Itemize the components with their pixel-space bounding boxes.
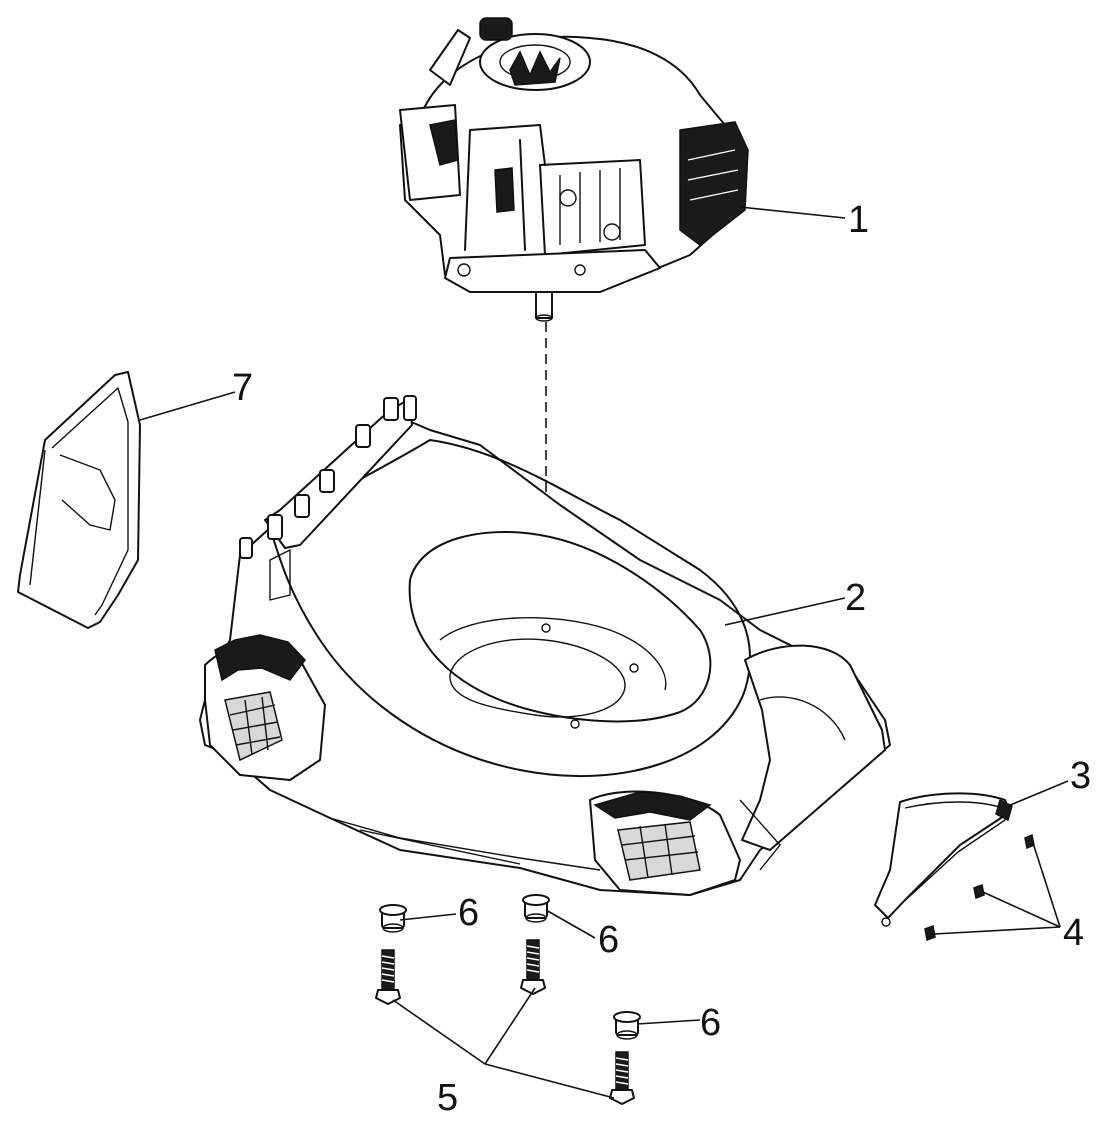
- side-cover-part: [17, 371, 141, 629]
- callout-bushing-3: 6: [700, 1002, 721, 1044]
- bushing-1: [379, 904, 407, 933]
- bolt-1: [375, 949, 401, 1005]
- bushing-2: [522, 894, 550, 923]
- callout-side-cover: 7: [232, 367, 253, 409]
- callout-flap-screws: 4: [1063, 912, 1084, 954]
- bolts-part: [375, 939, 635, 1105]
- callout-bolts: 5: [437, 1077, 458, 1119]
- engine-part: [399, 17, 749, 322]
- leader-lines: [139, 206, 1069, 1099]
- bushings-part: [379, 894, 641, 1040]
- callout-rear-flap: 3: [1070, 755, 1091, 797]
- callout-engine: 1: [848, 199, 869, 241]
- callout-bushing-1: 6: [458, 892, 479, 934]
- callout-bushing-2: 6: [598, 919, 619, 961]
- callout-deck: 2: [845, 577, 866, 619]
- mower-deck-part: [199, 395, 891, 896]
- bolt-3: [609, 1051, 635, 1105]
- rear-flap-part: [874, 792, 1013, 927]
- bushing-3: [613, 1011, 641, 1040]
- bolt-2: [520, 939, 546, 995]
